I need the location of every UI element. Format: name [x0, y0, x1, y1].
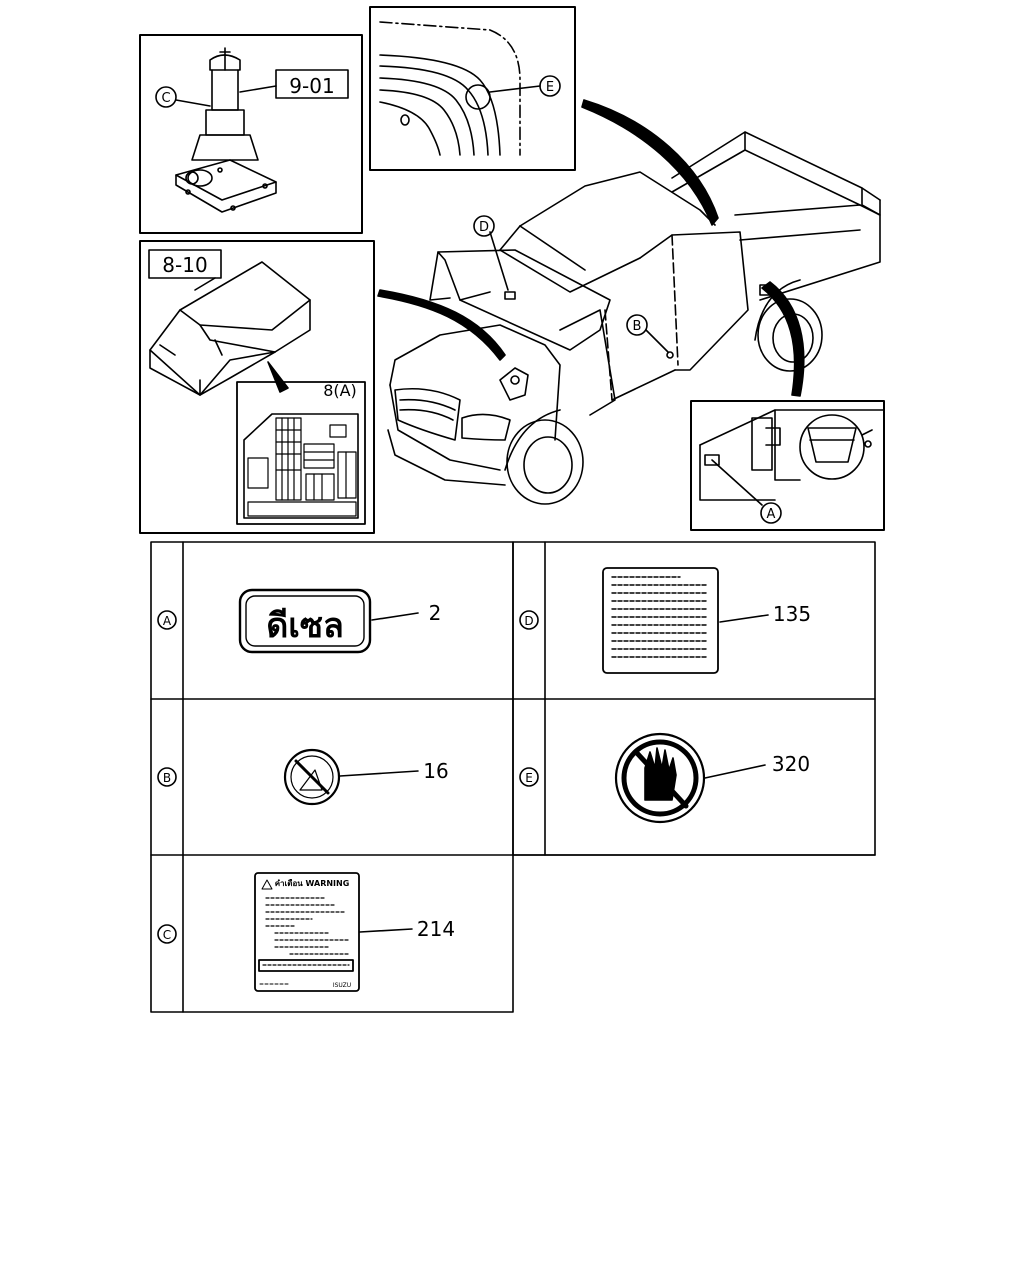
part-no-e: 320: [772, 752, 810, 776]
inset-jack: [139, 34, 363, 234]
part-no-a: 2: [429, 601, 442, 625]
ref-label-9-01: 9-01: [289, 74, 334, 98]
callout-b-letter: B: [633, 319, 642, 334]
callout-e-letter: E: [546, 80, 554, 95]
part-no-d: 135: [773, 602, 811, 626]
label-table: [150, 541, 876, 1013]
leader-fender: [581, 99, 719, 226]
row-c-letter-circle: [157, 924, 177, 944]
row-d-letter: D: [524, 614, 533, 628]
callout-a-circle: [760, 502, 782, 524]
leader-fusebox: [377, 289, 506, 361]
row-c-letter: C: [163, 928, 171, 942]
leader-fuel-lid: [761, 281, 805, 397]
sticker-c-header: คำเตือน WARNING: [275, 878, 350, 888]
sticker-a-text: ดีเซล: [266, 606, 344, 646]
ref-label-8-10: 8-10: [162, 253, 207, 277]
row-b-letter-circle: [157, 767, 177, 787]
sticker-d: [602, 567, 769, 674]
callout-d-circle: [473, 215, 495, 237]
row-a-letter: A: [163, 614, 172, 628]
sticker-b: [283, 748, 419, 806]
ref-box-8-10: [148, 249, 222, 279]
truck-illustration: [387, 131, 881, 505]
callout-a-letter: A: [767, 507, 776, 522]
ref-box-9-01: [275, 69, 349, 99]
part-no-c: 214: [417, 917, 455, 941]
inset-fusebox: [139, 240, 375, 534]
sticker-e: [614, 732, 766, 824]
row-b-letter: B: [163, 771, 171, 785]
ref-label-8a: 8(A): [323, 381, 357, 400]
row-a-letter-circle: [157, 610, 177, 630]
sticker-c: [254, 872, 413, 992]
callout-c-letter: C: [161, 91, 170, 106]
callout-d-letter: D: [479, 220, 489, 235]
sticker-c-brand: ISUZU: [333, 982, 351, 989]
sticker-a: [238, 588, 419, 654]
inset-fuel-lid: [690, 400, 885, 531]
row-e-letter-circle: [519, 767, 539, 787]
row-d-letter-circle: [519, 610, 539, 630]
inset-fender: [369, 6, 576, 171]
part-no-b: 16: [423, 759, 448, 783]
callout-b-circle: [626, 314, 648, 336]
callout-c-circle: [155, 86, 177, 108]
row-e-letter: E: [525, 771, 533, 785]
callout-e-circle: [539, 75, 561, 97]
